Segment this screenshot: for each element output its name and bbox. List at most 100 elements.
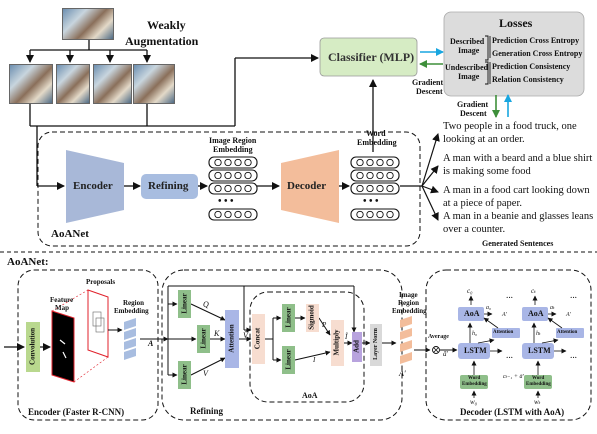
decoder-lstm-container bbox=[425, 269, 592, 421]
decoder-block bbox=[281, 150, 339, 223]
dots: ··· bbox=[506, 294, 514, 302]
feature-map bbox=[51, 310, 75, 383]
sigmoid-label: Sigmoid bbox=[307, 305, 316, 330]
embedding-vector bbox=[350, 169, 400, 182]
multiply-block bbox=[331, 320, 344, 366]
attention-small-label: Attention bbox=[493, 330, 514, 335]
symbol-i: I bbox=[313, 356, 316, 364]
word-embedding-label-2: Embedding bbox=[357, 138, 397, 147]
feature-map-label-2: Map bbox=[55, 304, 69, 312]
average-label: Average bbox=[428, 334, 449, 340]
aoanet-container bbox=[37, 131, 421, 247]
proposals-plane bbox=[87, 289, 109, 358]
symbol-vhat: V̂ bbox=[243, 331, 248, 340]
embedding-dots-1: • • • bbox=[218, 196, 234, 207]
lstm-block bbox=[458, 343, 490, 359]
symbol-ihat: Î bbox=[345, 333, 348, 341]
word-embedding-stack bbox=[350, 156, 400, 221]
embedding-vector bbox=[350, 182, 400, 195]
generated-sentence-3: A man in a beanie and glasses leans over… bbox=[443, 211, 594, 235]
encoder-label: Encoder bbox=[73, 180, 113, 192]
described-image-label-1: Described bbox=[450, 37, 485, 46]
symbol-k: K bbox=[214, 329, 220, 338]
convolution-block bbox=[26, 322, 40, 372]
img-region-emb-label-1: Image bbox=[399, 291, 418, 299]
word-embedding-label-2: Embedding bbox=[462, 382, 487, 387]
augmented-photo-3 bbox=[93, 64, 132, 104]
symbol-a: A bbox=[148, 339, 154, 348]
linear-aoa-top bbox=[282, 304, 295, 332]
aoanet-section-label: AoANet: bbox=[7, 256, 49, 268]
aoa-block bbox=[522, 307, 548, 321]
loss-item-3: Relation Consistency bbox=[492, 75, 564, 84]
h-symbol: hₜ bbox=[536, 331, 541, 337]
add-block bbox=[352, 332, 362, 362]
aoanet-label: AoANet bbox=[51, 228, 89, 240]
gradient-descent-label-2a: Gradient bbox=[457, 100, 489, 109]
augmented-photo-2 bbox=[56, 64, 90, 104]
losses-box bbox=[443, 11, 585, 97]
multiply-label: Multiply bbox=[332, 329, 341, 356]
refining-block bbox=[141, 174, 198, 199]
decoder-step-t bbox=[522, 295, 584, 398]
region-embedding-label-2: Embedding bbox=[114, 307, 149, 315]
attention-block-small bbox=[492, 328, 520, 338]
aprime-symbol: A′ bbox=[566, 312, 571, 318]
h-symbol: h₀ bbox=[472, 331, 478, 337]
undescribed-image-label-2: Image bbox=[458, 72, 480, 81]
symbol-p: P bbox=[322, 321, 327, 329]
generated-sentence-1: A man with a beard and a blue shirt is m… bbox=[443, 153, 593, 177]
layer-norm-block bbox=[370, 324, 382, 366]
symbol-q: Q bbox=[203, 300, 209, 309]
dots: ··· bbox=[506, 354, 514, 362]
aoa-block bbox=[458, 307, 484, 321]
encoder-caption: Encoder (Faster R-CNN) bbox=[28, 407, 125, 417]
word-embedding-block bbox=[524, 375, 552, 389]
generated-sentence-2: A man in a food cart looking down at a p… bbox=[443, 185, 590, 209]
w-symbol: w₀ bbox=[470, 398, 478, 406]
region-embedding-label-1: Region bbox=[123, 299, 144, 307]
embedding-vector bbox=[350, 156, 400, 169]
linear-k-block bbox=[197, 325, 210, 353]
generated-sentences-caption: Generated Sentences bbox=[482, 239, 554, 248]
embedding-vector bbox=[350, 208, 400, 221]
proposals-label: Proposals bbox=[86, 278, 116, 286]
lstm-label: LSTM bbox=[464, 346, 487, 355]
classifier-box bbox=[319, 37, 418, 77]
feature-map-label-1: Feature bbox=[50, 296, 74, 304]
dots: ··· bbox=[570, 354, 578, 362]
aprime-symbol: A′ bbox=[502, 312, 507, 318]
image-region-embedding-label-1: Image Region bbox=[209, 136, 257, 145]
aoa-caption: AoA bbox=[302, 391, 318, 400]
word-embedding-label-1: Word bbox=[468, 376, 481, 381]
aoa-label: AoA bbox=[528, 309, 544, 318]
aoa-label: AoA bbox=[464, 309, 480, 318]
undescribed-image-label-1: Undescribed bbox=[445, 63, 489, 72]
word-embedding-label-2: Embedding bbox=[526, 382, 551, 387]
loss-item-1: Generation Cross Entropy bbox=[492, 49, 583, 58]
layer-norm-label: Layer Norm bbox=[373, 328, 379, 360]
loss-item-0: Prediction Cross Entropy bbox=[492, 36, 580, 45]
img-region-emb-label-3: Embedding bbox=[392, 307, 427, 315]
linear-k-label: Linear bbox=[199, 328, 208, 349]
add-label: Add bbox=[352, 340, 361, 353]
convolution-label: Convolution bbox=[28, 328, 37, 365]
a-symbol: aₜ bbox=[550, 305, 555, 311]
ct-minus-1-expr: cₜ₋₁ + ā′ bbox=[503, 374, 524, 380]
a-symbol: a₀ bbox=[486, 305, 492, 311]
generated-sentence-0: Two people in a food truck, one looking … bbox=[443, 121, 577, 145]
augmented-photo-4 bbox=[133, 64, 175, 104]
loss-item-2: Prediction Consistency bbox=[492, 62, 571, 71]
linear-aoa-top-label: Linear bbox=[284, 307, 293, 328]
lstm-block bbox=[522, 343, 554, 359]
embedding-dots-2: • • • bbox=[363, 196, 379, 207]
symbol-v: V bbox=[203, 369, 208, 378]
embedding-vector bbox=[208, 169, 258, 182]
attention-label: Attention bbox=[227, 324, 236, 353]
attention-small-label: Attention bbox=[557, 330, 578, 335]
linear-v-block bbox=[178, 361, 191, 389]
embedding-vector bbox=[208, 208, 258, 221]
encoder-block bbox=[66, 150, 124, 223]
linear-v-label: Linear bbox=[180, 364, 189, 385]
